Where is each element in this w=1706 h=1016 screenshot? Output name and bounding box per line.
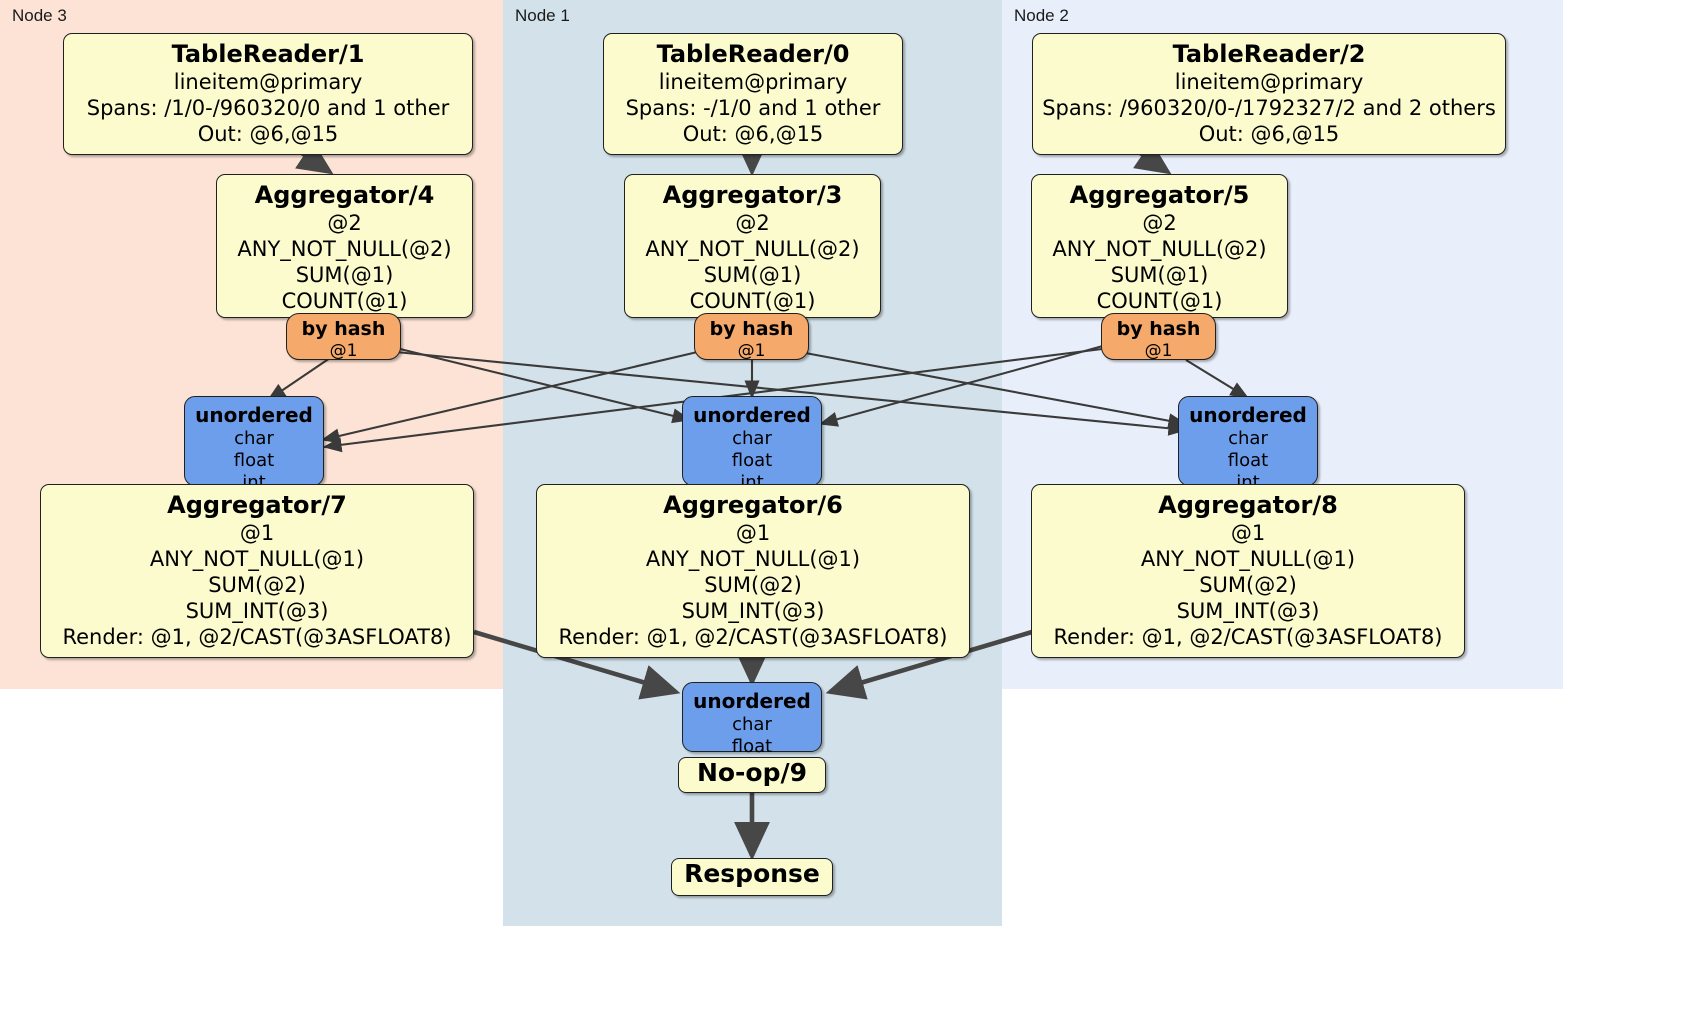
processor-detail: SUM(@1) xyxy=(295,263,394,287)
processor-detail: Out: @6,@15 xyxy=(682,122,824,146)
processor-tablereader-1[interactable]: TableReader/1 lineitem@primary Spans: /1… xyxy=(63,33,473,155)
processor-detail: Out: @6,@15 xyxy=(1198,122,1340,146)
processor-render: Render: @1, @2/CAST(@3ASFLOAT8) xyxy=(558,625,948,649)
processor-title: Aggregator/5 xyxy=(1069,181,1250,209)
synchronizer-title: unordered xyxy=(693,403,811,427)
processor-detail: SUM(@2) xyxy=(704,573,802,597)
router-by-hash-node-3[interactable]: by hash @1 xyxy=(286,313,401,361)
edge-byhash-left-to-unordered-center xyxy=(395,346,692,424)
processor-noop-9[interactable]: No-op/9 xyxy=(678,757,826,793)
synchronizer-type: float xyxy=(1227,450,1269,471)
synchronizer-type: char xyxy=(732,428,772,449)
synchronizer-type: char xyxy=(234,428,274,449)
processor-detail: SUM_INT(@3) xyxy=(185,599,329,623)
node-panel-label-node-2: Node 2 xyxy=(1014,6,1069,25)
processor-detail: SUM_INT(@3) xyxy=(1176,599,1320,623)
synchronizer-type: float xyxy=(233,450,275,471)
processor-detail: ANY_NOT_NULL(@1) xyxy=(149,547,365,571)
processor-detail: lineitem@primary xyxy=(658,70,848,94)
router-detail: @1 xyxy=(329,341,358,361)
processor-title: TableReader/1 xyxy=(171,40,365,68)
processor-detail: COUNT(@1) xyxy=(1096,289,1223,313)
processor-title: Aggregator/7 xyxy=(167,491,347,519)
synchronizer-type: char xyxy=(732,714,772,735)
synchronizer-type: char xyxy=(1228,428,1268,449)
edge-aggregator7-to-unordered-final xyxy=(473,629,681,700)
node-panel-label-node-3: Node 3 xyxy=(12,6,67,25)
processor-detail: Spans: /960320/0-/1792327/2 and 2 others xyxy=(1042,96,1496,120)
processor-detail: SUM(@2) xyxy=(208,573,306,597)
edge-byhash-center-to-unordered-left xyxy=(320,348,707,444)
processor-title: Response xyxy=(684,859,820,888)
processor-aggregator-6[interactable]: Aggregator/6 @1 ANY_NOT_NULL(@1) SUM(@2)… xyxy=(536,484,970,658)
processor-detail: lineitem@primary xyxy=(1174,70,1364,94)
synchronizer-type: float xyxy=(731,736,773,757)
edge-byhash-center-to-unordered-right xyxy=(799,350,1188,429)
synchronizer-title: unordered xyxy=(693,689,811,713)
router-detail: @1 xyxy=(737,341,766,361)
processor-detail: @1 xyxy=(1230,521,1266,545)
synchronizer-unordered-node-2[interactable]: unordered char float int xyxy=(1178,396,1318,493)
processor-title: TableReader/2 xyxy=(1172,40,1366,68)
router-title: by hash xyxy=(1116,318,1201,340)
synchronizer-unordered-node-1[interactable]: unordered char float int xyxy=(682,396,822,493)
processor-detail: COUNT(@1) xyxy=(281,289,408,313)
processor-detail: SUM(@1) xyxy=(703,263,802,287)
processor-detail: Out: @6,@15 xyxy=(197,122,339,146)
processor-aggregator-5[interactable]: Aggregator/5 @2 ANY_NOT_NULL(@2) SUM(@1)… xyxy=(1031,174,1288,318)
edge-tablereader1-aggregator4 xyxy=(295,141,334,175)
processor-detail: @2 xyxy=(327,211,362,235)
processor-response[interactable]: Response xyxy=(671,858,833,896)
processor-title: Aggregator/6 xyxy=(663,491,843,519)
processor-title: Aggregator/3 xyxy=(662,181,843,209)
processor-title: No-op/9 xyxy=(696,758,808,787)
processor-detail: ANY_NOT_NULL(@2) xyxy=(237,237,452,261)
edge-byhash-left-to-unordered-left xyxy=(266,357,331,401)
edge-byhash-left-to-unordered-right xyxy=(395,350,1188,436)
synchronizer-title: unordered xyxy=(1189,403,1307,427)
processor-detail: ANY_NOT_NULL(@1) xyxy=(645,547,861,571)
synchronizer-type: float xyxy=(731,450,773,471)
processor-detail: ANY_NOT_NULL(@1) xyxy=(1140,547,1356,571)
processor-detail: lineitem@primary xyxy=(173,70,363,94)
processor-aggregator-7[interactable]: Aggregator/7 @1 ANY_NOT_NULL(@1) SUM(@2)… xyxy=(40,484,474,658)
processor-tablereader-0[interactable]: TableReader/0 lineitem@primary Spans: -/… xyxy=(603,33,903,155)
router-detail: @1 xyxy=(1144,341,1173,361)
processor-detail: @2 xyxy=(1142,211,1177,235)
processor-aggregator-4[interactable]: Aggregator/4 @2 ANY_NOT_NULL(@2) SUM(@1)… xyxy=(216,174,473,318)
processor-detail: @2 xyxy=(735,211,770,235)
processor-detail: @1 xyxy=(239,521,275,545)
synchronizer-title: unordered xyxy=(195,403,313,427)
processor-detail: SUM(@1) xyxy=(1110,263,1209,287)
processor-detail: @1 xyxy=(735,521,771,545)
processor-render: Render: @1, @2/CAST(@3ASFLOAT8) xyxy=(62,625,452,649)
node-panel-label-node-1: Node 1 xyxy=(515,6,570,25)
edge-tablereader2-aggregator5 xyxy=(1133,140,1172,175)
router-title: by hash xyxy=(301,318,386,340)
processor-title: Aggregator/4 xyxy=(254,181,435,209)
router-by-hash-node-2[interactable]: by hash @1 xyxy=(1101,313,1216,361)
processor-aggregator-3[interactable]: Aggregator/3 @2 ANY_NOT_NULL(@2) SUM(@1)… xyxy=(624,174,881,318)
router-title: by hash xyxy=(709,318,794,340)
processor-detail: Spans: /1/0-/960320/0 and 1 other xyxy=(86,96,450,120)
edge-byhash-right-to-unordered-center xyxy=(818,342,1111,427)
processor-title: TableReader/0 xyxy=(656,40,850,68)
processor-detail: Spans: -/1/0 and 1 other xyxy=(625,96,881,120)
processor-detail: ANY_NOT_NULL(@2) xyxy=(1052,237,1267,261)
edge-byhash-right-to-unordered-right xyxy=(1185,359,1250,399)
processor-aggregator-8[interactable]: Aggregator/8 @1 ANY_NOT_NULL(@1) SUM(@2)… xyxy=(1031,484,1465,658)
synchronizer-unordered-node-3[interactable]: unordered char float int xyxy=(184,396,324,493)
edge-aggregator8-to-unordered-final xyxy=(825,629,1033,700)
router-by-hash-node-1[interactable]: by hash @1 xyxy=(694,313,809,361)
processor-detail: COUNT(@1) xyxy=(689,289,816,313)
processor-detail: SUM_INT(@3) xyxy=(681,599,825,623)
processor-detail: SUM(@2) xyxy=(1199,573,1297,597)
processor-title: Aggregator/8 xyxy=(1158,491,1338,519)
processor-detail: ANY_NOT_NULL(@2) xyxy=(645,237,860,261)
processor-render: Render: @1, @2/CAST(@3ASFLOAT8) xyxy=(1053,625,1443,649)
synchronizer-unordered-final[interactable]: unordered char float xyxy=(682,682,822,757)
processor-tablereader-2[interactable]: TableReader/2 lineitem@primary Spans: /9… xyxy=(1032,33,1506,155)
